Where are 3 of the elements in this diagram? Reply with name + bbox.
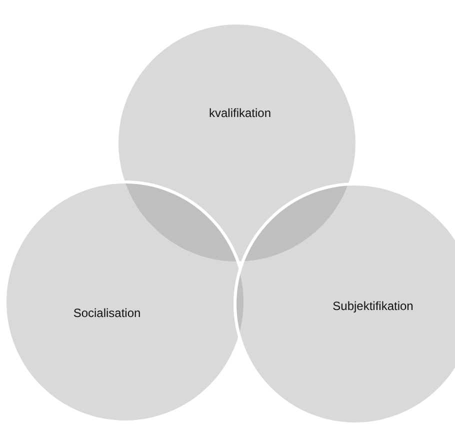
circle-label: kvalifikation	[208, 106, 272, 120]
circle-label: Socialisation	[73, 306, 141, 320]
circle-label: Subjektifikation	[332, 299, 414, 313]
